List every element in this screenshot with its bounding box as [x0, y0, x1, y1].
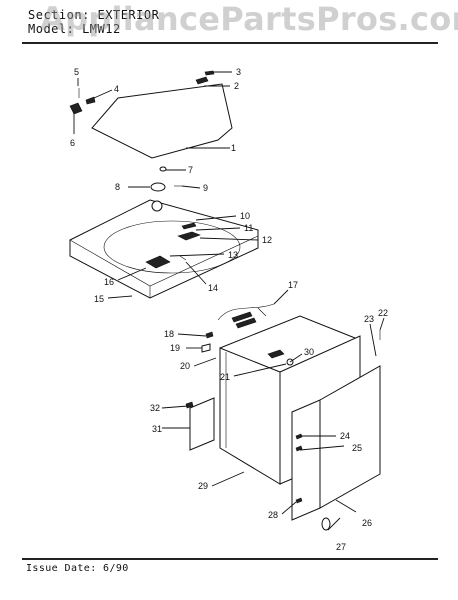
footer-rule [22, 558, 438, 560]
callout-20: 20 [180, 361, 190, 371]
callout-31: 31 [152, 424, 162, 434]
model-number: Model: LMW12 [28, 22, 121, 36]
clip-part [201, 331, 214, 353]
callout-13: 13 [228, 250, 238, 260]
screws-part [295, 330, 381, 531]
bumper-part [159, 166, 167, 172]
section-header: Section: EXTERIOR Model: LMW12 [28, 8, 159, 36]
callout-28: 28 [268, 510, 278, 520]
callout-21: 21 [220, 372, 230, 382]
callout-29: 29 [198, 481, 208, 491]
callout-labels: 1 2 3 4 5 6 7 8 9 10 11 12 13 14 15 16 1… [70, 67, 388, 552]
callout-24: 24 [340, 431, 350, 441]
callout-7: 7 [188, 165, 193, 175]
hinge-pin-part [195, 70, 215, 85]
section-title: Section: EXTERIOR [28, 8, 160, 22]
callout-2: 2 [234, 81, 239, 91]
callout-22: 22 [378, 308, 388, 318]
lid-hinge-part [69, 88, 96, 115]
callout-8: 8 [115, 182, 120, 192]
watermark-text: AppliancePartsPros.com [40, 0, 458, 38]
seal-ring-part [150, 182, 166, 192]
callout-12: 12 [262, 235, 272, 245]
callout-15: 15 [94, 294, 104, 304]
callout-10: 10 [240, 211, 250, 221]
callout-1: 1 [231, 143, 236, 153]
callout-11: 11 [244, 223, 253, 233]
callout-25: 25 [352, 443, 362, 453]
leader-lines [73, 71, 385, 531]
issue-date: Issue Date: 6/90 [26, 563, 129, 574]
access-panel-part [185, 397, 215, 451]
callout-26: 26 [362, 518, 372, 528]
back-panel-part [291, 365, 381, 521]
top-cover-part [69, 199, 259, 299]
callout-27: 27 [336, 542, 346, 552]
callout-32: 32 [150, 403, 160, 413]
callout-18: 18 [164, 329, 174, 339]
callout-9: 9 [203, 183, 208, 193]
callout-30: 30 [304, 347, 314, 357]
callout-16: 16 [104, 277, 114, 287]
callout-6: 6 [70, 138, 75, 148]
callout-3: 3 [236, 67, 241, 77]
callout-5: 5 [74, 67, 79, 77]
header-rule [22, 42, 438, 44]
lid-part [91, 83, 233, 159]
callout-23: 23 [364, 314, 374, 324]
callout-17: 17 [288, 280, 298, 290]
callout-19: 19 [170, 343, 180, 353]
wire-harness-part [217, 303, 275, 329]
callout-14: 14 [208, 283, 218, 293]
callout-4: 4 [114, 84, 119, 94]
